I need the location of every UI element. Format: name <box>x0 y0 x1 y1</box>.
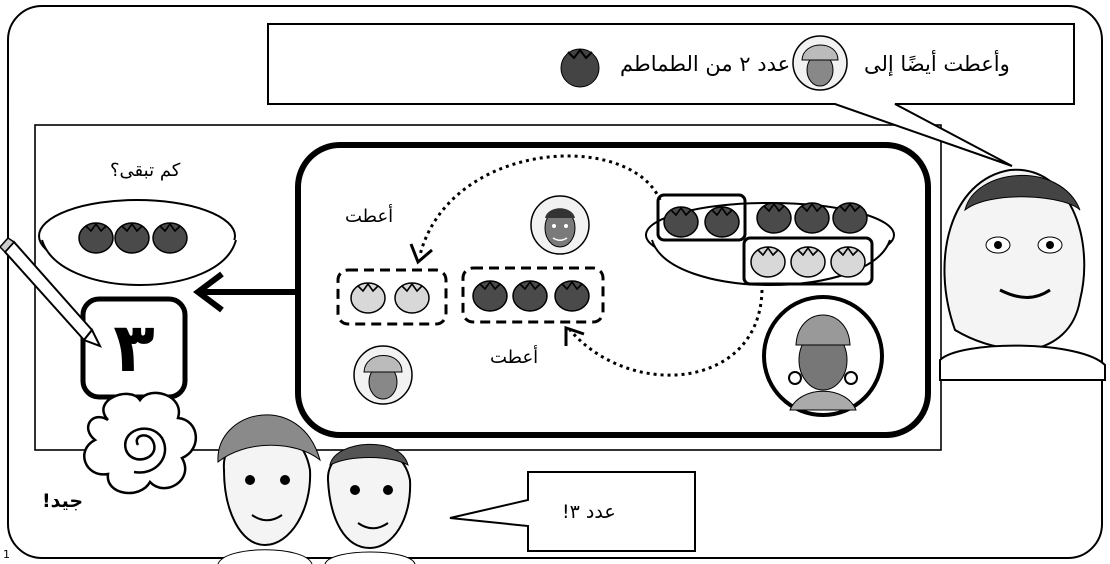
answer-value: ٣ <box>113 308 155 388</box>
speech-bottom-text: عدد ٣! <box>562 501 616 523</box>
given-tomato-light-icon <box>350 282 386 314</box>
remaining-tomato-icon <box>152 222 188 254</box>
pencil-icon <box>0 237 103 348</box>
portrait-woman-icon <box>762 295 884 417</box>
outer-frame <box>7 5 1103 559</box>
solid-box-two <box>656 193 747 242</box>
praise-text: جيد! <box>42 490 84 512</box>
dotted-arrow-bottom-head <box>564 325 585 346</box>
bowl-tomato-icon <box>756 202 792 234</box>
remaining-tomato-icon <box>78 222 114 254</box>
bowl-tomato-icon <box>704 206 740 238</box>
gave-label-bottom: أعطت <box>490 347 539 368</box>
bottom-speech-bubble <box>449 471 696 552</box>
bowl-tomato-icon <box>832 202 868 234</box>
boy-character-icon <box>324 443 416 564</box>
speech-top-part1: وأعطت أيضًا إلى <box>864 52 1010 76</box>
tomatoes <box>78 202 868 314</box>
bowl-tomato-light-icon <box>750 246 786 278</box>
dashed-box-two <box>336 268 448 326</box>
dotted-arrow-top-head <box>409 243 433 265</box>
given-tomato-icon <box>472 280 508 312</box>
given-tomato-light-icon <box>394 282 430 314</box>
bowl-tomato-light-icon <box>790 246 826 278</box>
dashed-box-three <box>461 266 605 324</box>
bowl-tomato-light-icon <box>830 246 866 278</box>
top-speech-bubble <box>267 23 1075 167</box>
man-character-icon <box>939 168 1106 381</box>
bowl-tomato-icon <box>663 206 699 238</box>
bowl-tomato-icon <box>794 202 830 234</box>
portrait-boy-icon <box>530 195 590 255</box>
page-number: 1 <box>3 548 10 561</box>
gave-label-top: أعطت <box>345 206 394 227</box>
girl-character-icon <box>217 414 321 564</box>
given-tomato-icon <box>554 280 590 312</box>
arrow-head <box>193 271 224 313</box>
dotted-arrow-bottom <box>568 289 764 377</box>
portrait-girl-topbubble-icon <box>792 35 848 91</box>
solid-box-three <box>742 236 874 286</box>
remaining-tomato-icon <box>114 222 150 254</box>
tomato-topbubble-icon <box>560 48 600 88</box>
given-tomato-icon <box>512 280 548 312</box>
question-text: كم تبقى؟ <box>110 160 181 181</box>
dotted-arrow-top <box>418 154 662 256</box>
portrait-girl-small-icon <box>353 345 413 405</box>
speech-top-part2: عدد ٢ من الطماطم <box>620 52 791 76</box>
flower-icon <box>83 391 198 495</box>
